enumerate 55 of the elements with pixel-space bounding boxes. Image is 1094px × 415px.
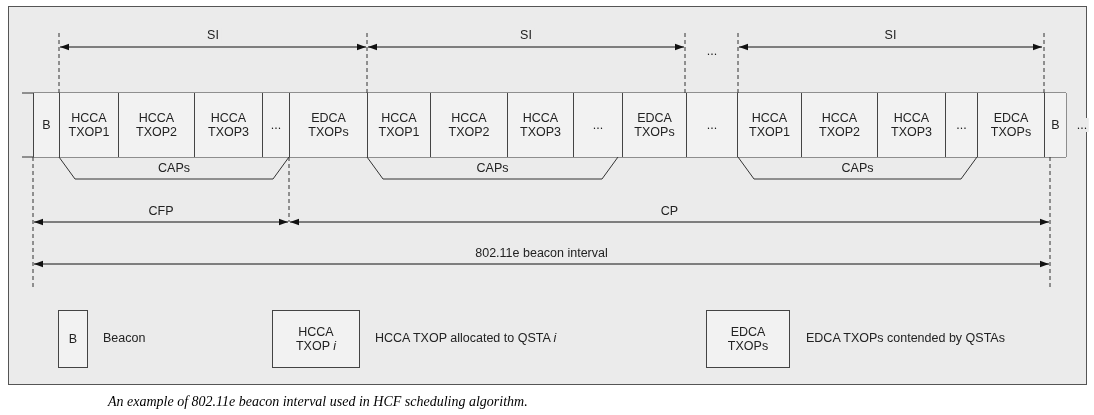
bracket-label: CAPs (840, 161, 875, 175)
legend-sample-box (272, 310, 360, 368)
timeline-slot (686, 93, 737, 157)
timeline-slot (507, 93, 573, 157)
slot-label: ... (592, 118, 604, 132)
timeline-slot (622, 93, 686, 157)
slot-label: B (42, 118, 51, 132)
slot-label: B (67, 332, 79, 346)
timeline-slot (1044, 93, 1066, 157)
timeline-slot (877, 93, 945, 157)
dimension-label: SI (205, 28, 221, 42)
slot-label: HCCA TXOP1 (378, 111, 420, 139)
timeline-slot (737, 93, 801, 157)
timeline-slot (367, 93, 430, 157)
slot-label: B (1051, 118, 1060, 132)
bracket-label: CAPs (475, 161, 510, 175)
slot-label: HCCA TXOP3 (208, 111, 249, 139)
legend-text: EDCA TXOPs contended by QSTAs (806, 331, 1005, 345)
timeline-slot (289, 93, 367, 157)
timeline-slot (430, 93, 507, 157)
bracket-label: CAPs (157, 161, 191, 175)
slot-label: HCCA TXOP1 (749, 111, 790, 139)
slot-label: HCCA TXOP i (294, 325, 338, 353)
timeline-slot (118, 93, 194, 157)
timeline-slot (194, 93, 262, 157)
slot-label: EDCA TXOPs (634, 111, 675, 139)
slot-label: HCCA TXOP2 (819, 111, 860, 139)
slot-label: EDCA TXOPs (308, 111, 349, 139)
timeline-slot (573, 93, 622, 157)
legend-sample-box (58, 310, 88, 368)
legend-sample-box (706, 310, 790, 368)
timeline-slot (977, 93, 1044, 157)
slot-label: HCCA TXOP3 (520, 111, 561, 139)
timeline-slot (33, 93, 59, 157)
slot-label: HCCA TXOP2 (448, 111, 490, 139)
legend-text: Beacon (103, 331, 146, 345)
slot-label: ... (270, 118, 282, 132)
ellipsis-label: ... (1074, 118, 1090, 132)
caption: An example of 802.11e beacon interval used in HCF scheduling algorithm. (108, 394, 528, 410)
slot-label: EDCA TXOPs (726, 325, 770, 353)
slot-label: ... (956, 118, 967, 132)
timeline-slot (801, 93, 877, 157)
dimension-label: CP (658, 204, 681, 218)
dimension-label: 802.11e beacon interval (473, 246, 610, 260)
timeline-slot (59, 93, 118, 157)
dimension-label: SI (518, 28, 534, 42)
slot-label: ... (706, 118, 718, 132)
dimension-label: CFP (146, 204, 176, 218)
slot-label: EDCA TXOPs (990, 111, 1032, 139)
legend-text: HCCA TXOP allocated to QSTA i (375, 331, 557, 345)
slot-label: HCCA TXOP3 (891, 111, 932, 139)
slot-label: HCCA TXOP1 (68, 111, 110, 139)
timeline-slot (945, 93, 977, 157)
timeline-slot (262, 93, 289, 157)
slot-label: HCCA TXOP2 (136, 111, 177, 139)
